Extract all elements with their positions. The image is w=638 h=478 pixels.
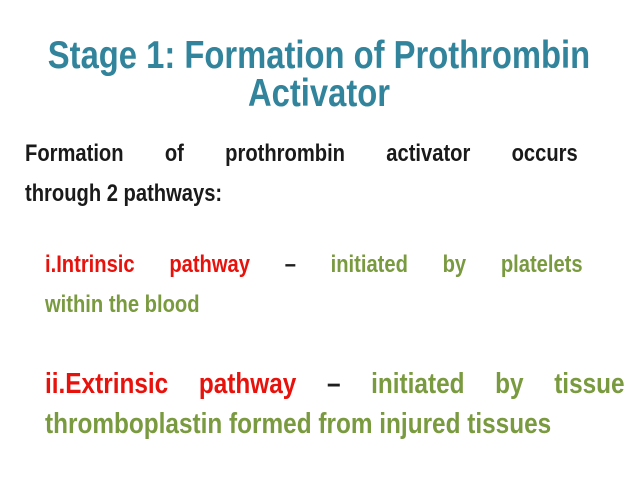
- intro-line-1: Formation of prothrombin activator occur…: [25, 140, 578, 167]
- extrinsic-line-1: ii.Extrinsic pathway – initiated by tiss…: [45, 364, 625, 404]
- intrinsic-dash: –: [284, 251, 296, 278]
- intro-paragraph: Formation of prothrombin activator occur…: [25, 134, 578, 214]
- slide-title-line-1: Stage 1: Formation of Prothrombin: [47, 34, 591, 77]
- slide-title: Stage 1: Formation of Prothrombin Activa…: [0, 34, 638, 115]
- intro-line-2: through 2 pathways:: [25, 180, 223, 207]
- extrinsic-description-line-1: initiated by tissue: [371, 368, 625, 400]
- intrinsic-label: i.Intrinsic pathway: [45, 251, 250, 278]
- intrinsic-description-line-1: initiated by platelets: [330, 251, 583, 278]
- list-item-extrinsic: ii.Extrinsic pathway – initiated by tiss…: [45, 364, 625, 444]
- extrinsic-label: ii.Extrinsic pathway: [45, 368, 297, 400]
- extrinsic-description-line-2: thromboplastin formed from injured tissu…: [45, 408, 552, 440]
- slide-title-line-2: Activator: [247, 72, 390, 115]
- intrinsic-line-1: i.Intrinsic pathway – initiated by plate…: [45, 245, 583, 285]
- extrinsic-dash: –: [326, 368, 341, 400]
- list-item-intrinsic: i.Intrinsic pathway – initiated by plate…: [45, 245, 583, 325]
- intrinsic-description-line-2: within the blood: [45, 291, 200, 318]
